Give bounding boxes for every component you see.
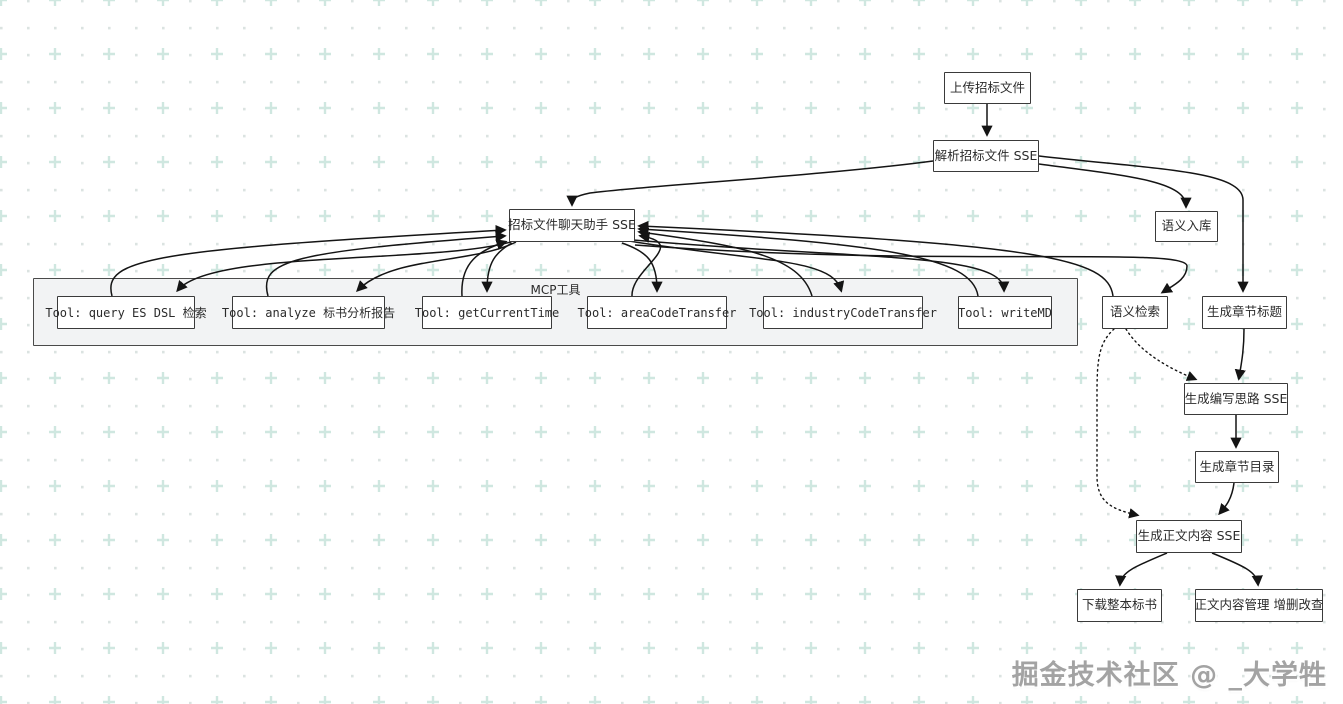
node-semantic-store: 语义入库	[1155, 211, 1218, 242]
node-generate-body-content-sse: 生成正文内容 SSE	[1136, 520, 1242, 553]
node-bid-file-chat-assistant-sse: 招标文件聊天助手 SSE	[508, 209, 636, 242]
node-tool-get-current-time: Tool: getCurrentTime	[415, 296, 559, 329]
node-tool-query-es-dsl: Tool: query ES DSL 检索	[45, 296, 207, 329]
node-tool-area-code-transfer: Tool: areaCodeTransfer	[578, 296, 736, 329]
node-upload-bid-file: 上传招标文件	[944, 72, 1031, 104]
node-generate-writing-idea-sse: 生成编写思路 SSE	[1184, 383, 1288, 415]
node-tool-analyze-report: Tool: analyze 标书分析报告	[222, 296, 395, 329]
node-generate-chapter-toc: 生成章节目录	[1195, 451, 1279, 483]
mcp-group-label: MCP工具	[530, 283, 581, 297]
node-semantic-search: 语义检索	[1102, 296, 1168, 329]
node-body-content-crud: 正文内容管理 增删改查	[1195, 589, 1324, 622]
node-parse-bid-file-sse: 解析招标文件 SSE	[933, 140, 1039, 172]
juejin-watermark: 掘金技术社区 @ _大学牲	[1011, 660, 1327, 691]
node-tool-write-md: Tool: writeMD	[958, 296, 1052, 329]
node-tool-industry-code-transfer: Tool: industryCodeTransfer	[749, 296, 937, 329]
node-generate-chapter-title: 生成章节标题	[1202, 296, 1287, 329]
node-download-full-bid-doc: 下载整本标书	[1077, 589, 1162, 622]
